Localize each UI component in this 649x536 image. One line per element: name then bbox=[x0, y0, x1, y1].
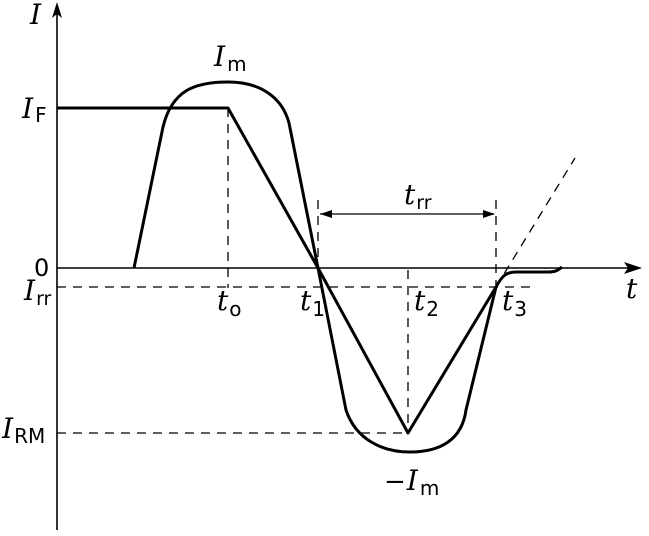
trr-dimension-arrow-left-head bbox=[320, 210, 332, 218]
linear-current-waveform bbox=[57, 106, 498, 435]
smooth-current-waveform bbox=[132, 80, 498, 454]
t1-label: t1 bbox=[300, 284, 325, 321]
y-axis-arrow bbox=[52, 2, 62, 18]
irm-label: IRM bbox=[1, 412, 45, 448]
t0-label: to bbox=[217, 284, 242, 321]
irr-label: Irr bbox=[23, 274, 52, 310]
recovery-tail bbox=[494, 265, 563, 288]
y-axis-label: I bbox=[29, 0, 42, 31]
origin-label: 0 bbox=[34, 254, 49, 282]
x-axis-label: t bbox=[626, 272, 638, 305]
trr-label: trr bbox=[404, 178, 432, 214]
t2-label: t2 bbox=[414, 284, 439, 321]
x-axis-arrow bbox=[624, 262, 642, 274]
t3-label: t3 bbox=[502, 284, 527, 321]
